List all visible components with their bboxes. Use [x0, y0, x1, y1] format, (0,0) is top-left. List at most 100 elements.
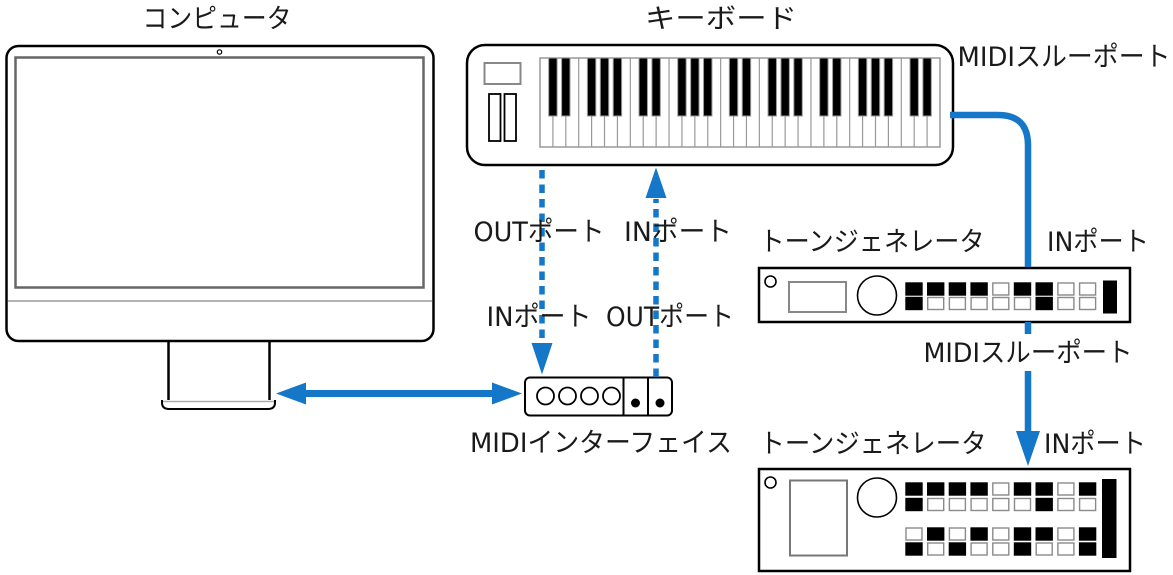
panel-button-off [1013, 497, 1032, 512]
black-key [677, 57, 687, 117]
panel-button-off [1057, 542, 1075, 556]
tone-generator-1-illustration [757, 266, 1132, 324]
label-keyboard: キーボード [645, 4, 797, 35]
labels: コンピュータ キーボード MIDIスルーポート OUTポート INポート INポ… [143, 4, 1171, 460]
mod-wheel [503, 93, 517, 142]
label-computer: コンピュータ [143, 4, 292, 35]
black-key [561, 57, 571, 117]
panel-button-on [970, 527, 988, 541]
black-key [780, 57, 790, 117]
panel-button-on [905, 282, 923, 296]
panel-button-on [1013, 527, 1032, 541]
panel-button-off [1057, 482, 1075, 496]
label-midi-thru-top: MIDIスルーポート [958, 42, 1171, 73]
panel-button-off [1057, 527, 1075, 541]
black-key [586, 57, 597, 117]
label-in-port-tg1: INポート [1047, 227, 1149, 258]
panel-button-on [1078, 482, 1097, 496]
usb-arrowhead-left [276, 382, 306, 405]
panel-button-off [992, 296, 1010, 311]
panel-button-on [905, 542, 923, 556]
panel-button-on [1035, 497, 1053, 512]
black-key [819, 57, 829, 117]
tg1-volume-slider [1103, 280, 1117, 314]
tg1-power-button [764, 275, 777, 288]
panel-button-on [1013, 542, 1032, 556]
panel-button-on [970, 482, 988, 496]
panel-button-off [970, 497, 988, 512]
panel-button-on [948, 542, 967, 556]
panel-button-off [970, 296, 988, 311]
panel-button-off [927, 542, 945, 556]
tg2-volume-slider [1102, 479, 1117, 558]
panel-button-on [1035, 482, 1053, 496]
computer-screen [14, 56, 425, 289]
tg2-power-button [764, 476, 777, 489]
tg1-buttons [905, 282, 1097, 311]
black-key [651, 57, 661, 117]
panel-button-on [927, 282, 945, 296]
interface-led-1 [631, 398, 640, 408]
label-out-port-upper: OUTポート [474, 217, 605, 248]
panel-button-off [992, 527, 1010, 541]
panel-button-off [1057, 497, 1075, 512]
label-midi-interface: MIDIインターフェイス [470, 428, 732, 459]
piano-keys [548, 57, 932, 147]
keyboard-in-arrowhead [645, 167, 667, 198]
black-key [793, 57, 803, 117]
keyboard-out-arrowhead [531, 343, 553, 375]
panel-button-off [970, 542, 988, 556]
black-key [612, 57, 623, 117]
pitch-wheel [488, 93, 502, 142]
midi-port-1 [536, 386, 555, 406]
panel-button-off [1078, 497, 1097, 512]
keyboard-display [483, 62, 522, 85]
midi-interface-illustration [524, 376, 673, 417]
panel-button-off [1057, 282, 1075, 296]
keyboard-thru-to-tg1-line [950, 111, 1032, 267]
panel-button-on [1035, 296, 1053, 311]
camera-icon [216, 49, 223, 55]
midi-port-4 [602, 386, 621, 406]
tg2-buttons-upper [905, 482, 1097, 512]
panel-button-off [992, 497, 1010, 512]
tg2-knob [856, 477, 898, 518]
tg1-knob [856, 275, 898, 316]
black-key [741, 57, 752, 117]
tone-generator-2-illustration [757, 467, 1132, 573]
black-key [703, 57, 713, 117]
panel-button-off [1013, 296, 1032, 311]
black-key [767, 57, 777, 117]
panel-button-on [905, 482, 923, 496]
panel-button-off [1078, 282, 1097, 296]
midi-port-2 [558, 386, 577, 406]
usb-arrowhead-right [492, 382, 522, 405]
panel-button-on [1013, 282, 1032, 296]
panel-button-on [1035, 282, 1053, 296]
label-out-port-lower: OUTポート [606, 302, 734, 333]
panel-button-off [948, 497, 967, 512]
label-tone-generator-1: トーンジェネレータ [760, 227, 985, 258]
panel-button-on [948, 282, 967, 296]
black-key [909, 57, 919, 117]
panel-button-on [1078, 527, 1097, 541]
panel-button-off [927, 296, 945, 311]
label-in-port-tg2: INポート [1044, 429, 1146, 460]
black-key [832, 57, 842, 117]
panel-button-on [1035, 527, 1053, 541]
black-key [883, 57, 894, 117]
tg2-in-arrowhead [1016, 431, 1040, 466]
black-key [857, 57, 868, 117]
panel-button-on [970, 282, 988, 296]
panel-button-off [1035, 542, 1053, 556]
black-key [870, 57, 881, 117]
black-key [548, 57, 558, 117]
panel-button-on [927, 527, 945, 541]
computer-illustration [5, 44, 435, 410]
panel-button-off [948, 296, 967, 311]
tg2-display [789, 479, 848, 557]
black-key [599, 57, 610, 117]
tg1-display [788, 281, 847, 313]
midi-port-3 [580, 386, 599, 406]
panel-button-on [905, 497, 923, 512]
